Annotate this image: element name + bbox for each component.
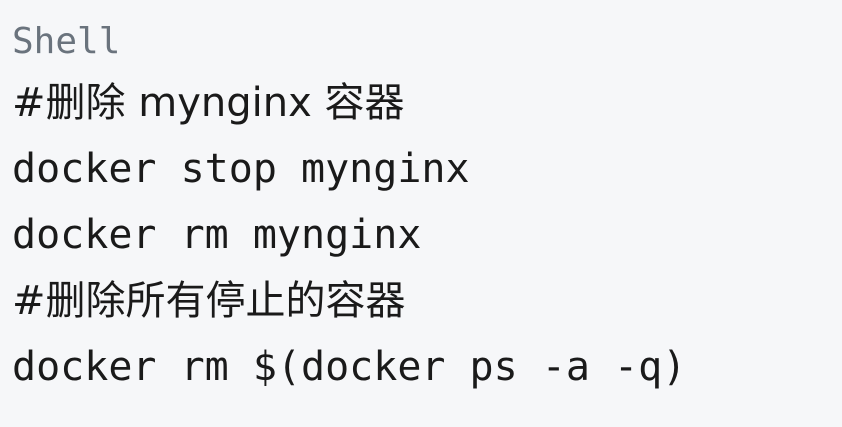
- code-line-command: docker rm mynginx: [12, 212, 422, 258]
- code-line-comment: #删除所有停止的容器: [12, 278, 406, 324]
- code-line-command: docker stop mynginx: [12, 146, 470, 192]
- code-line-comment: #删除 mynginx 容器: [12, 80, 405, 126]
- code-line-command: docker rm $(docker ps -a -q): [12, 344, 687, 390]
- code-lines: #删除 mynginx 容器 docker stop mynginx docke…: [12, 70, 842, 400]
- code-language-label: Shell: [12, 21, 121, 62]
